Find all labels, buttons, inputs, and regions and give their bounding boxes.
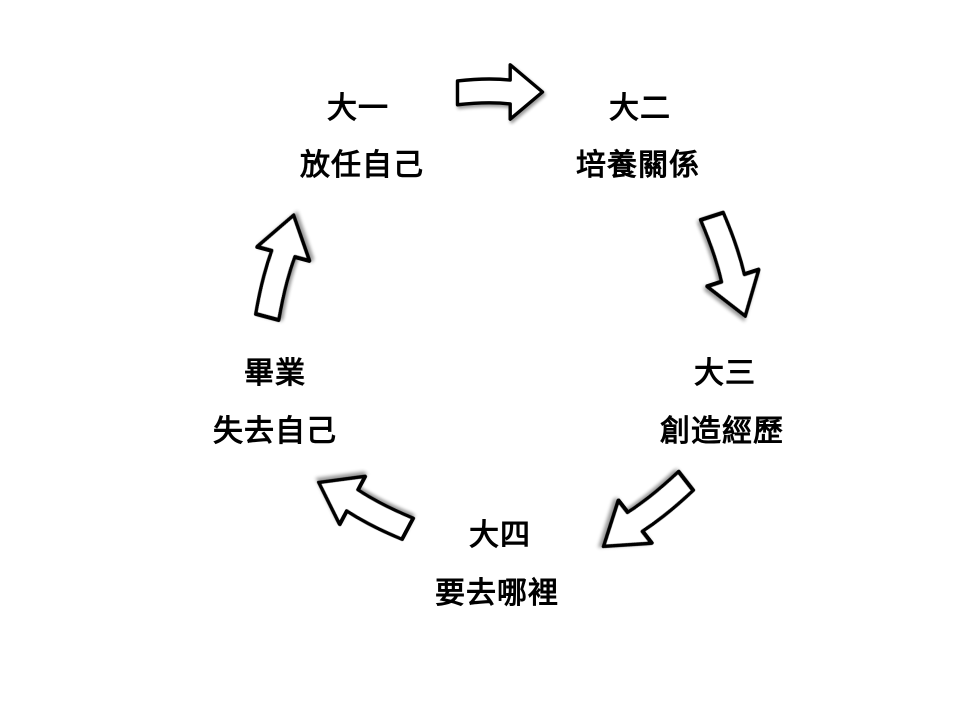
arrow-2-to-3 bbox=[687, 208, 771, 325]
stage-4-theme: 要去哪裡 bbox=[435, 576, 559, 611]
stage-1-theme: 放任自己 bbox=[300, 148, 424, 183]
arrow-4-to-5 bbox=[304, 456, 422, 556]
arrow-1-to-2 bbox=[455, 63, 545, 121]
stage-2-theme: 培養關係 bbox=[576, 148, 700, 183]
stage-5-year: 畢業 bbox=[244, 356, 306, 391]
stage-2-year: 大二 bbox=[609, 91, 671, 126]
stage-3-theme: 創造經歷 bbox=[660, 414, 784, 449]
arrow-3-to-4 bbox=[584, 458, 706, 570]
stage-5-theme: 失去自己 bbox=[213, 414, 337, 449]
stage-4-year: 大四 bbox=[469, 518, 531, 553]
arrow-5-to-1 bbox=[240, 208, 320, 324]
stage-1-year: 大一 bbox=[327, 91, 389, 126]
stage-3-year: 大三 bbox=[694, 356, 756, 391]
